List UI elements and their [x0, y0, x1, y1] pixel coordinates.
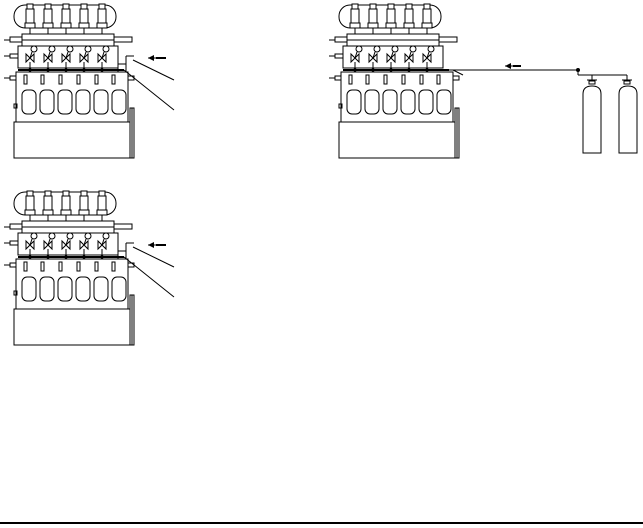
callout-leader-upper: [132, 59, 175, 81]
gas-cylinder-icon: [618, 75, 638, 154]
callout-leader-lower: [123, 256, 175, 298]
engine-view-top-left: [3, 3, 175, 159]
gas-cylinder-icon: [582, 75, 602, 154]
engine-view-bottom-left: [3, 190, 175, 346]
engine-view-top-right: [328, 3, 638, 159]
flow-direction-arrow-icon: [505, 63, 521, 69]
inlet-valve-icon: [117, 63, 127, 73]
flow-direction-arrow-icon: [148, 55, 166, 61]
callout-leader-upper: [132, 246, 175, 268]
callout-leader-lower: [123, 69, 175, 111]
flow-direction-arrow-icon: [148, 242, 166, 248]
inlet-valve-icon: [117, 250, 127, 260]
